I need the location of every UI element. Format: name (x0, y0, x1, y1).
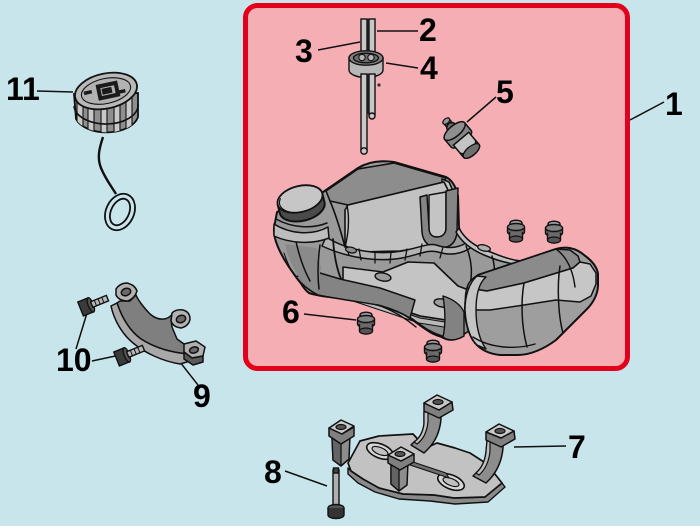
svg-text:4: 4 (420, 50, 438, 86)
svg-text:3: 3 (295, 33, 313, 69)
svg-text:8: 8 (264, 454, 282, 490)
svg-text:1: 1 (665, 86, 683, 122)
svg-text:5: 5 (496, 74, 514, 110)
svg-text:2: 2 (419, 12, 437, 48)
svg-text:7: 7 (568, 429, 586, 465)
svg-text:11: 11 (6, 71, 40, 107)
svg-text:9: 9 (193, 378, 211, 414)
svg-text:6: 6 (282, 294, 300, 330)
svg-text:10: 10 (56, 342, 92, 378)
